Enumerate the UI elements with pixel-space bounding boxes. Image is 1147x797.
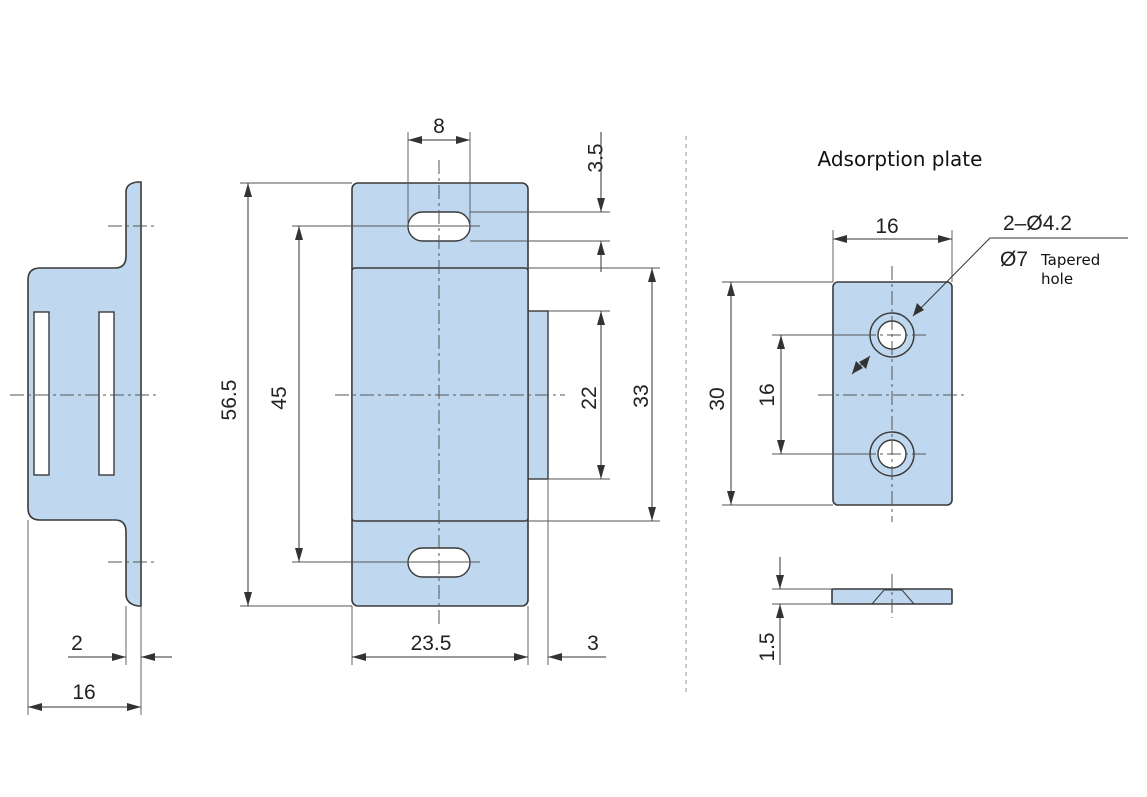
arrow xyxy=(648,507,656,521)
arrow xyxy=(597,198,605,212)
dim-plate-thickness: 1.5 xyxy=(756,632,779,661)
dim-plate-height: 30 xyxy=(706,387,729,410)
arrow xyxy=(141,653,155,661)
arrow xyxy=(514,653,528,661)
dim-plate-thickness: 2 xyxy=(71,632,83,655)
dim-magnet-width: 22 xyxy=(578,386,601,409)
arrow xyxy=(28,703,42,711)
arrow xyxy=(648,268,656,282)
arrow xyxy=(859,356,870,369)
arrow xyxy=(597,311,605,325)
dim-hole-pitch: 45 xyxy=(268,386,291,409)
side-slot-left xyxy=(33,311,50,476)
plate-view: Adsorption plate 16 30 16 xyxy=(706,147,1128,665)
dim-overall-height: 56.5 xyxy=(218,380,241,421)
taper-note-line1: Tapered xyxy=(1040,251,1100,269)
arrow xyxy=(456,136,470,144)
arrow xyxy=(727,491,735,505)
dim-overall-depth: 16 xyxy=(72,681,95,704)
arrow xyxy=(597,465,605,479)
plate-title: Adsorption plate xyxy=(818,147,983,171)
arrow xyxy=(352,653,366,661)
arrow xyxy=(776,575,784,589)
arrow xyxy=(244,183,252,197)
arrow xyxy=(112,653,126,661)
arrow xyxy=(408,136,422,144)
arrow xyxy=(127,703,141,711)
arrow xyxy=(852,361,863,374)
arrow xyxy=(727,282,735,296)
arrow xyxy=(777,440,785,454)
dim-body-height: 33 xyxy=(630,384,653,407)
hole-spec-label: 2–Ø4.2 xyxy=(1003,212,1072,235)
arrow xyxy=(548,653,562,661)
arrow xyxy=(295,226,303,240)
arrow xyxy=(913,303,924,316)
arrow xyxy=(777,335,785,349)
arrow xyxy=(295,548,303,562)
hole-spec-leader xyxy=(912,237,1128,317)
countersink-outline xyxy=(871,589,915,605)
taper-diameter-label: Ø7 xyxy=(1000,248,1028,271)
front-view: 8 3.5 56.5 45 22 33 xyxy=(218,115,660,665)
arrow xyxy=(776,604,784,618)
side-slot-right xyxy=(98,311,115,476)
dim-body-width: 23.5 xyxy=(411,632,452,655)
arrow xyxy=(597,241,605,255)
arrow xyxy=(833,235,847,243)
dim-magnet-protrusion: 3 xyxy=(587,632,599,655)
arrow xyxy=(244,592,252,606)
dim-plate-hole-pitch: 16 xyxy=(756,383,779,406)
dim-plate-width: 16 xyxy=(875,215,898,238)
taper-note-line2: hole xyxy=(1041,270,1073,288)
side-view: 2 16 xyxy=(10,181,172,715)
arrow xyxy=(938,235,952,243)
side-profile xyxy=(27,181,142,607)
dim-slot-width: 8 xyxy=(433,115,445,138)
dim-slot-offset: 3.5 xyxy=(585,143,608,172)
